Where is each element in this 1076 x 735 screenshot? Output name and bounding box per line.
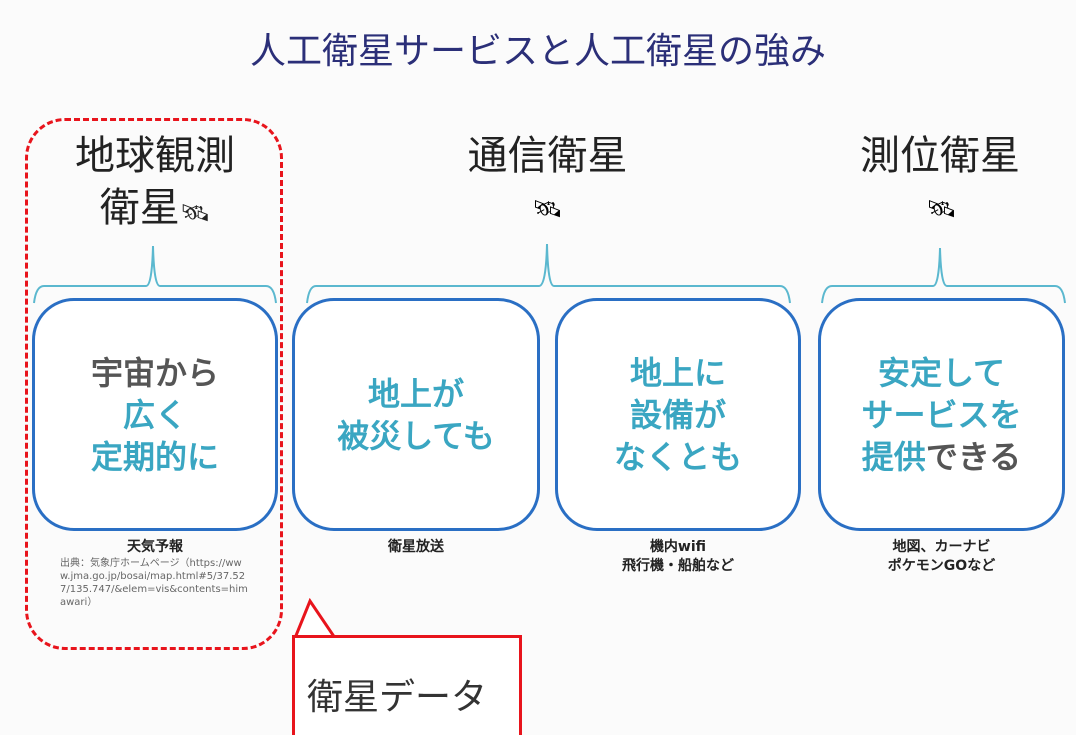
box-text: 宇宙から <box>90 353 219 392</box>
caption-broadcast: 衛星放送 <box>388 539 444 555</box>
brace-communication <box>306 243 791 304</box>
heading-positioning: 測位衛星 <box>860 133 1020 179</box>
brace-observation <box>33 245 277 304</box>
box-positioning: 安定してサービスを提供できる <box>818 298 1065 531</box>
satellite-icon: 🛰 <box>926 195 957 223</box>
caption-line: ポケモンGOなど <box>887 558 996 574</box>
caption-line: 機内wifi <box>649 539 707 555</box>
satellite-icon: 🛰 <box>179 199 211 227</box>
caption-positioning: 地図、カーナビポケモンGOなど <box>818 538 1065 576</box>
braces <box>33 243 1066 304</box>
box-text: 地上が <box>367 374 464 413</box>
box-text: 被災しても <box>337 416 495 455</box>
heading-observation: 地球観測 衛星🛰 <box>40 130 270 239</box>
slide-title: 人工衛星サービスと人工衛星の強み <box>249 31 826 72</box>
box-text: 提供 <box>861 437 926 476</box>
caption-line: 地図、カーナビ <box>892 539 991 555</box>
box-text: 地上に <box>629 353 726 392</box>
caption-weather: 天気予報 <box>127 539 183 555</box>
box-text: 設備が <box>629 395 726 434</box>
callout-satellite-data: 衛星データ <box>292 635 522 735</box>
box-broadcast: 地上が被災しても <box>292 298 540 531</box>
box-text: サービスを <box>861 395 1022 434</box>
brace-positioning <box>821 247 1066 304</box>
heading-line: 地球観測 <box>75 133 235 179</box>
box-text: なくとも <box>613 437 742 476</box>
heading-line: 衛星 <box>99 185 180 231</box>
box-text: 安定して <box>877 353 1006 392</box>
box-text: 定期的に <box>90 437 219 476</box>
box-text: 広く <box>122 395 187 434</box>
heading-communication: 通信衛星 <box>467 133 628 179</box>
caption-wifi: 機内wifi 飛行機・船舶など <box>555 538 801 576</box>
box-text: できる <box>925 437 1022 476</box>
satellite-icon: 🛰 <box>532 195 563 223</box>
source-note: 出典：気象庁ホームページ（https://www.jma.go.jp/bosai… <box>60 558 248 608</box>
box-observation: 宇宙から広く定期的に <box>32 298 278 531</box>
callout-pointer <box>293 598 337 639</box>
caption-line: 飛行機・船舶など <box>622 558 734 574</box>
box-wifi: 地上に設備がなくとも <box>555 298 801 531</box>
highlight-dashed-frame <box>25 118 283 650</box>
